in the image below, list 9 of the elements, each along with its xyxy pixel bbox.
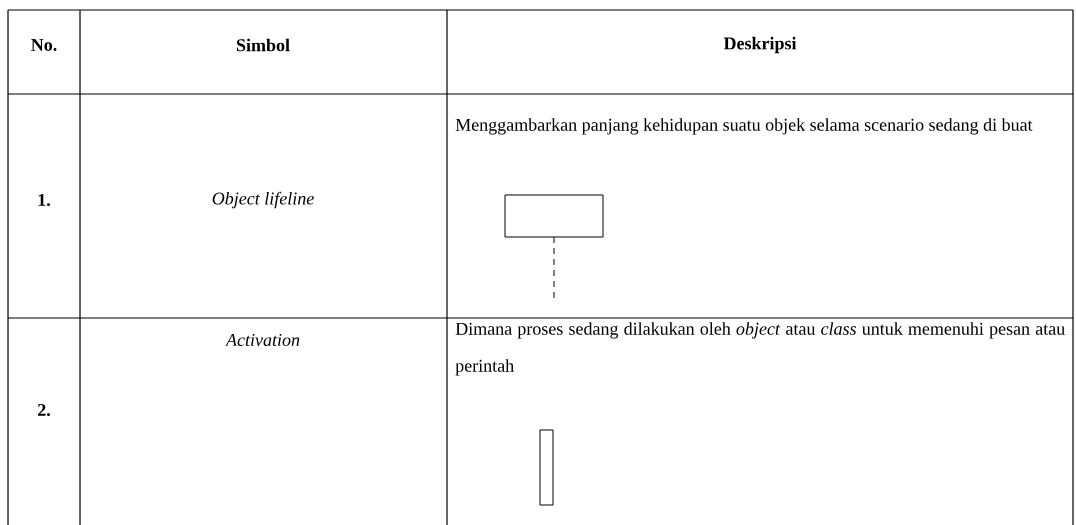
symbol-name: Object lifeline [212,191,314,209]
column-header: Deskripsi [723,36,797,54]
column-header: Simbol [236,38,290,52]
column-header: No. [31,39,57,51]
row-number: 1. [38,193,50,207]
symbol-name: Activation [225,333,300,347]
description-text: Dimana proses sedang dilakukan oleh object atau class untuk memenuhi pesan atau perintah [455,322,1065,376]
row-number: 2. [38,403,50,417]
description-text: Menggambarkan panjang kehidupan suatu objek selama scenario sedang di buat [455,118,1033,135]
